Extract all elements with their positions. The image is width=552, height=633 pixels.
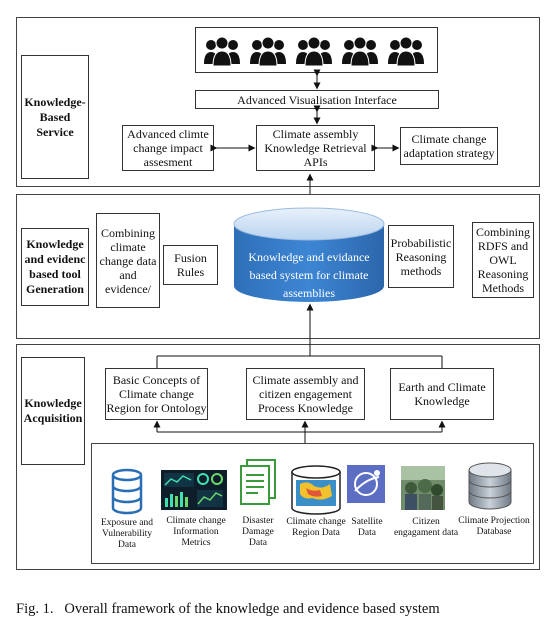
probabilistic-box: Probabilistic Reasoning methods: [388, 225, 454, 288]
sources-frame: [91, 443, 534, 564]
visualisation-text: Advanced Visualisation Interface: [237, 92, 397, 107]
acquisition-label: Knowledge Acquisition: [21, 357, 85, 465]
acquisition-frame: [16, 344, 540, 570]
fusion-text: Fusion Rules: [174, 251, 207, 279]
combining-text: Combining climate change data and eviden…: [99, 225, 157, 296]
source-label: Climate change Region Data: [286, 517, 346, 538]
database-text: Knowledge and evidance based system for …: [236, 248, 382, 302]
fusion-box: Fusion Rules: [163, 245, 218, 285]
users-icon: [203, 36, 424, 67]
earth-box: Earth and Climate Knowledge: [390, 368, 494, 420]
service-label-text: Knowledge- Based Service: [24, 94, 86, 139]
rdfs-text: Combining RDFS and OWL Reasoning Methods: [475, 225, 530, 295]
visualisation-box: Advanced Visualisation Interface: [195, 90, 439, 109]
source-label: Satellite Data: [351, 517, 383, 538]
adaptation-box: Climate change adaptation strategy: [400, 127, 498, 165]
basic-text: Basic Concepts of Climate change Region …: [106, 373, 207, 415]
acquisition-label-text: Knowledge Acquisition: [23, 396, 83, 425]
service-label: Knowledge- Based Service: [21, 55, 89, 179]
impact-text: Advanced climte change impact assesment: [127, 127, 209, 169]
earth-text: Earth and Climate Knowledge: [398, 380, 486, 408]
apis-text: Climate assembly Knowledge Retrieval API…: [264, 127, 367, 169]
apis-box: Climate assembly Knowledge Retrieval API…: [256, 125, 375, 171]
generation-frame: [16, 194, 540, 339]
adaptation-text: Climate change adaptation strategy: [403, 132, 495, 160]
users-box: [195, 27, 438, 73]
basic-box: Basic Concepts of Climate change Region …: [105, 368, 208, 420]
process-box: Climate assembly and citizen engagement …: [246, 368, 365, 420]
source-label: Exposure and Vulnerability Data: [101, 518, 153, 550]
source-label: Citizen engagament data: [393, 517, 459, 538]
process-text: Climate assembly and citizen engagement …: [252, 373, 359, 415]
source-label: Disaster Damage Data: [242, 516, 274, 548]
database-label: Knowledge and evidance based system for …: [248, 250, 370, 300]
source-label: Climate Projection Database: [458, 516, 530, 537]
rdfs-box: Combining RDFS and OWL Reasoning Methods: [472, 222, 534, 298]
service-frame: [16, 17, 540, 187]
probabilistic-text: Probabilistic Reasoning methods: [390, 235, 452, 278]
impact-box: Advanced climte change impact assesment: [122, 125, 214, 171]
generation-label-text: Knowledge and evidenc based tool Generat…: [24, 237, 86, 296]
figure-caption: Fig. 1. Overall framework of the knowled…: [16, 601, 440, 617]
combining-box: Combining climate change data and eviden…: [96, 213, 160, 308]
source-label: Climate change Information Metrics: [166, 516, 226, 548]
generation-label: Knowledge and evidenc based tool Generat…: [21, 228, 89, 306]
